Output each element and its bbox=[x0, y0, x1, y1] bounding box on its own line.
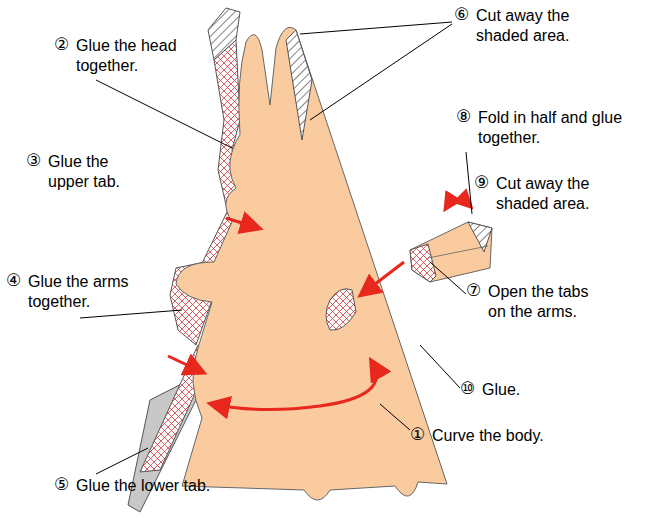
curve-arrow bbox=[212, 362, 376, 410]
instruction-text: Open the tabs on the arms. bbox=[488, 282, 600, 322]
arm-tab bbox=[410, 244, 436, 282]
lower-tab-arrow bbox=[168, 356, 202, 372]
callout-number: ⑩ bbox=[460, 378, 475, 398]
callout-number: ① bbox=[410, 424, 425, 444]
leader-line bbox=[466, 152, 472, 214]
callout-number: ② bbox=[54, 34, 69, 54]
instruction-text: Glue the head together. bbox=[76, 36, 196, 76]
instruction-text: Fold in half and glue together. bbox=[478, 108, 623, 148]
callout-number: ④ bbox=[6, 270, 21, 290]
instruction-text: Glue the upper tab. bbox=[48, 152, 132, 192]
ear-cut-area bbox=[208, 8, 240, 60]
instruction-text: Cut away the shaded area. bbox=[496, 174, 626, 214]
callout-number: ⑤ bbox=[54, 474, 69, 494]
leader-line bbox=[430, 262, 466, 294]
arm-piece bbox=[410, 222, 492, 282]
callout-number: ⑧ bbox=[456, 106, 471, 126]
glue-arrow bbox=[362, 262, 404, 294]
upper-tab-arrow bbox=[226, 218, 258, 228]
instruction-text: Glue the lower tab. bbox=[76, 476, 210, 496]
fold-arrow bbox=[446, 199, 470, 208]
leader-line bbox=[96, 80, 232, 148]
instruction-text: Glue the arms together. bbox=[28, 272, 140, 312]
callout-number: ⑦ bbox=[466, 280, 481, 300]
leader-line bbox=[380, 404, 410, 430]
callout-number: ⑥ bbox=[454, 4, 469, 24]
arm-fold-line bbox=[428, 246, 488, 258]
leader-line bbox=[96, 448, 148, 474]
ear-cut-wedge bbox=[286, 30, 312, 140]
rabbit-body bbox=[176, 27, 447, 500]
leader-line bbox=[80, 310, 182, 318]
leader-line bbox=[420, 345, 460, 388]
leader-line bbox=[310, 24, 452, 120]
instruction-text: Curve the body. bbox=[432, 426, 544, 446]
leader-line bbox=[300, 22, 452, 34]
body-glue-patch bbox=[326, 289, 356, 330]
callout-number: ⑨ bbox=[474, 172, 489, 192]
instruction-text: Glue. bbox=[482, 380, 520, 400]
instruction-text: Cut away the shaded area. bbox=[476, 6, 606, 46]
callout-number: ③ bbox=[26, 150, 41, 170]
